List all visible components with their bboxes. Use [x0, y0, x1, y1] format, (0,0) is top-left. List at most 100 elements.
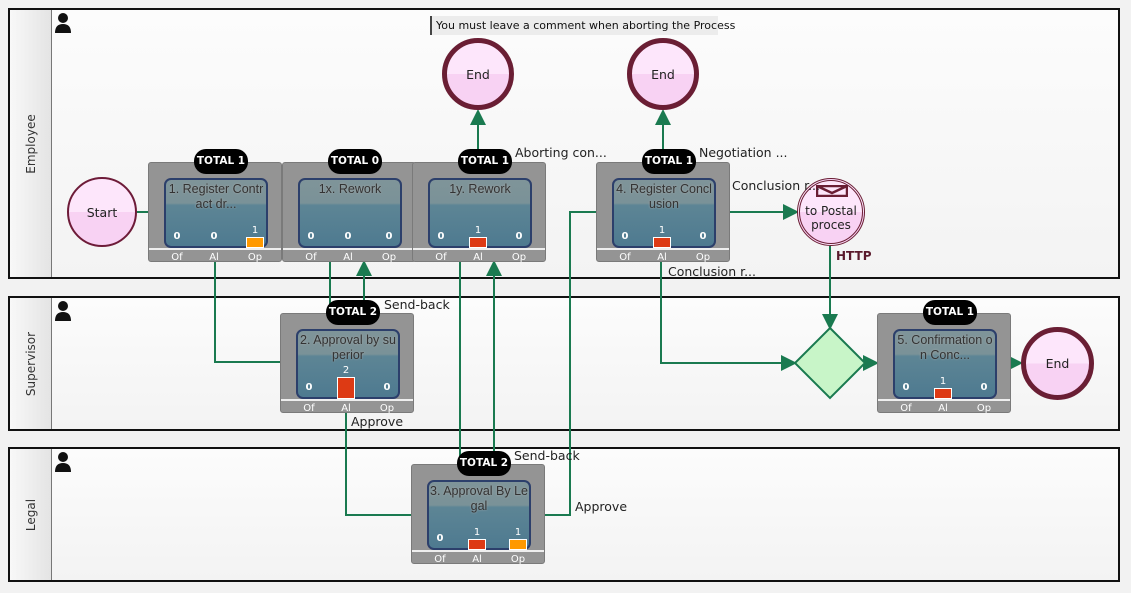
count-bar[interactable]: [509, 539, 527, 550]
column-label: Of: [435, 252, 447, 263]
count-bar[interactable]: [246, 237, 264, 248]
person-icon: [55, 301, 71, 321]
count-value: 1: [474, 225, 482, 236]
task-box: [893, 329, 997, 399]
count-value: 0: [307, 231, 315, 242]
flow-label: Approve: [575, 499, 628, 514]
column-label: Op: [379, 403, 395, 414]
flow-label: Send-back: [384, 297, 450, 312]
count-value: 0: [699, 231, 707, 242]
flow-label: Negotiation ...: [699, 145, 788, 160]
total-badge: TOTAL 2: [326, 300, 380, 325]
start-event[interactable]: Start: [67, 177, 137, 247]
end-event[interactable]: End: [627, 38, 699, 110]
task-name: 1y. Rework: [449, 182, 511, 196]
total-badge: TOTAL 1: [642, 149, 696, 174]
end-event[interactable]: End: [1021, 327, 1094, 400]
column-label: Op: [247, 252, 263, 263]
process-comment: You must leave a comment when aborting t…: [430, 16, 735, 35]
http-tag: HTTP: [836, 249, 872, 263]
count-value: 0: [436, 533, 444, 544]
column-label: Al: [209, 252, 219, 263]
divider: [412, 550, 544, 552]
person-icon: [55, 13, 71, 33]
count-bar[interactable]: [653, 237, 671, 248]
lane-title: Employee: [23, 113, 38, 174]
flow-label: Send-back: [514, 448, 580, 463]
envelope-icon: [816, 185, 848, 197]
lane-title: Legal: [23, 498, 38, 531]
count-bar[interactable]: [469, 237, 487, 248]
count-value: 0: [437, 231, 445, 242]
column-label: Op: [381, 252, 397, 263]
divider: [281, 399, 413, 401]
task-name: 1. Register Contract dr...: [168, 182, 264, 211]
postal-process-event[interactable]: to Postal proces: [797, 178, 865, 246]
count-value: 0: [305, 382, 313, 393]
divider: [878, 399, 1010, 401]
count-bar[interactable]: [468, 539, 486, 550]
lane-label: Employee: [10, 10, 52, 277]
count-value: 1: [939, 376, 947, 387]
count-bar[interactable]: [934, 388, 952, 399]
column-label: Al: [343, 252, 353, 263]
divider: [413, 248, 545, 250]
count-value: 1: [658, 225, 666, 236]
divider: [597, 248, 729, 250]
count-value: 0: [515, 231, 523, 242]
start-label: Start: [86, 204, 118, 220]
total-badge: TOTAL 1: [458, 149, 512, 174]
count-value: 0: [344, 231, 352, 242]
task-name: 4. Register Conclusion: [616, 182, 712, 211]
flow-label: Approve: [351, 414, 404, 429]
column-label: Of: [171, 252, 183, 263]
count-value: 0: [173, 231, 181, 242]
column-label: Of: [303, 403, 315, 414]
count-value: 0: [902, 382, 910, 393]
count-value: 0: [980, 382, 988, 393]
total-badge: TOTAL 1: [194, 149, 248, 174]
count-value: 1: [514, 527, 522, 538]
total-badge: TOTAL 1: [923, 300, 977, 325]
task-box: [164, 178, 268, 248]
count-bar[interactable]: [337, 377, 355, 399]
column-label: Al: [341, 403, 351, 414]
task-name: 3. Approval By Legal: [430, 484, 528, 513]
count-value: 2: [342, 365, 350, 376]
column-label: Al: [938, 403, 948, 414]
column-label: Al: [473, 252, 483, 263]
divider: [149, 248, 281, 250]
postal-label: to Postal proces: [805, 204, 857, 232]
count-value: 0: [621, 231, 629, 242]
divider: [283, 248, 415, 250]
total-badge: TOTAL 2: [457, 451, 511, 476]
count-value: 1: [251, 225, 259, 236]
lane-title: Supervisor: [23, 331, 38, 396]
task-box: [427, 480, 531, 550]
column-label: Of: [900, 403, 912, 414]
total-badge: TOTAL 0: [328, 149, 382, 174]
count-value: 0: [385, 231, 393, 242]
end-label: End: [651, 66, 675, 82]
column-label: Op: [976, 403, 992, 414]
flow-label: Conclusion r...: [732, 178, 821, 193]
task-name: 5. Confirmation on Conc...: [897, 333, 993, 362]
task-name: 1x. Rework: [318, 182, 382, 196]
lane-label: Supervisor: [10, 298, 52, 429]
lane-label: Legal: [10, 449, 52, 580]
count-value: 0: [383, 382, 391, 393]
column-label: Al: [472, 554, 482, 565]
end-label: End: [466, 66, 490, 82]
lane-legal: Legal: [8, 447, 1120, 582]
end-event[interactable]: End: [442, 38, 514, 110]
column-label: Op: [510, 554, 526, 565]
task-box: [298, 178, 402, 248]
end-label: End: [1045, 356, 1070, 371]
